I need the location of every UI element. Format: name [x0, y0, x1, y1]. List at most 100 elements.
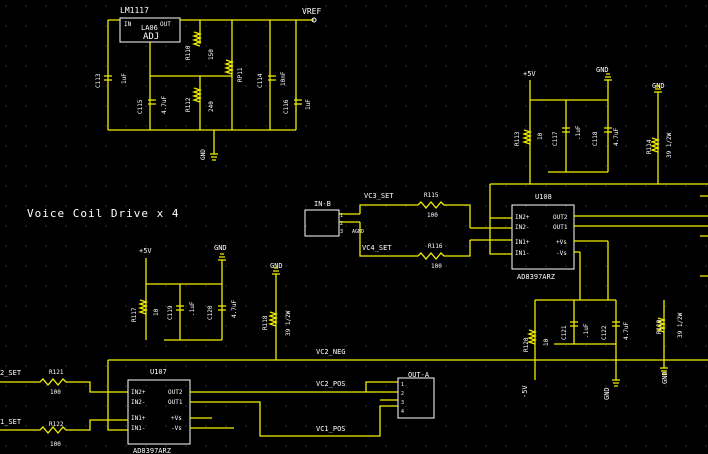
- grid-dot: [265, 325, 267, 327]
- grid-dot: [85, 405, 87, 407]
- grid-dot: [445, 405, 447, 407]
- grid-dot: [505, 5, 507, 7]
- grid-dot: [505, 305, 507, 307]
- grid-dot: [265, 405, 267, 407]
- grid-dot: [585, 105, 587, 107]
- val-r119: 39 1/2W: [677, 312, 684, 338]
- grid-dot: [545, 105, 547, 107]
- grid-dot: [545, 285, 547, 287]
- ref-r117: R117: [131, 307, 138, 322]
- grid-dot: [5, 425, 7, 427]
- grid-dot: [165, 345, 167, 347]
- grid-dot: [25, 25, 27, 27]
- net-label-vref: VREF: [302, 7, 321, 16]
- grid-dot: [185, 445, 187, 447]
- grid-dot: [125, 25, 127, 27]
- grid-dot: [65, 85, 67, 87]
- grid-dot: [585, 345, 587, 347]
- grid-dot: [325, 205, 327, 207]
- grid-dot: [425, 185, 427, 187]
- grid-dot: [165, 185, 167, 187]
- grid-dot: [265, 165, 267, 167]
- grid-dot: [445, 265, 447, 267]
- grid-dot: [345, 45, 347, 47]
- grid-dot: [245, 225, 247, 227]
- grid-dot: [185, 405, 187, 407]
- grid-dot: [525, 85, 527, 87]
- grid-dot: [365, 405, 367, 407]
- grid-dot: [485, 245, 487, 247]
- grid-dot: [465, 145, 467, 147]
- grid-dot: [125, 205, 127, 207]
- gnd-label-reg: GND: [200, 149, 207, 160]
- grid-dot: [285, 425, 287, 427]
- grid-dot: [365, 45, 367, 47]
- grid-dot: [565, 265, 567, 267]
- grid-dot: [405, 325, 407, 327]
- grid-dot: [285, 5, 287, 7]
- grid-dot: [685, 325, 687, 327]
- grid-dot: [425, 305, 427, 307]
- grid-dot: [65, 165, 67, 167]
- regulator-pin-adj: ADJ: [143, 32, 159, 42]
- grid-dot: [345, 305, 347, 307]
- grid-dot: [225, 165, 227, 167]
- grid-dot: [645, 365, 647, 367]
- grid-dot: [105, 425, 107, 427]
- grid-dot: [645, 205, 647, 207]
- grid-dot: [285, 285, 287, 287]
- val-c122: 4.7uF: [623, 322, 630, 340]
- u107-pin-in2n: IN2-: [131, 399, 145, 406]
- grid-dot: [305, 5, 307, 7]
- grid-dot: [145, 5, 147, 7]
- grid-dot: [385, 205, 387, 207]
- grid-dot: [45, 385, 47, 387]
- grid-dot: [245, 305, 247, 307]
- grid-dot: [145, 425, 147, 427]
- grid-dot: [25, 425, 27, 427]
- in-b-connector: [304, 209, 340, 237]
- grid-dot: [345, 425, 347, 427]
- grid-dot: [585, 185, 587, 187]
- grid-dot: [225, 445, 227, 447]
- grid-dot: [305, 285, 307, 287]
- grid-dot: [425, 345, 427, 347]
- grid-dot: [225, 285, 227, 287]
- grid-dot: [585, 245, 587, 247]
- grid-dot: [245, 25, 247, 27]
- grid-dot: [685, 125, 687, 127]
- grid-dot: [625, 325, 627, 327]
- grid-dot: [385, 125, 387, 127]
- grid-dot: [445, 245, 447, 247]
- grid-dot: [325, 165, 327, 167]
- grid-dot: [265, 445, 267, 447]
- grid-dot: [325, 285, 327, 287]
- grid-dot: [125, 125, 127, 127]
- grid-dot: [565, 305, 567, 307]
- grid-dot: [465, 325, 467, 327]
- grid-dot: [445, 185, 447, 187]
- grid-dot: [425, 125, 427, 127]
- grid-dot: [465, 285, 467, 287]
- grid-dot: [345, 365, 347, 367]
- net-vc2-neg: VC2_NEG: [316, 348, 346, 356]
- in-b-pin1: 1: [340, 213, 343, 219]
- grid-dot: [365, 365, 367, 367]
- grid-dot: [185, 385, 187, 387]
- grid-dot: [605, 245, 607, 247]
- grid-dot: [585, 205, 587, 207]
- grid-dot: [265, 225, 267, 227]
- grid-dot: [5, 105, 7, 107]
- grid-dot: [105, 245, 107, 247]
- grid-dot: [185, 345, 187, 347]
- grid-dot: [565, 325, 567, 327]
- grid-dot: [625, 405, 627, 407]
- grid-dot: [245, 265, 247, 267]
- grid-dot: [45, 245, 47, 247]
- grid-dot: [185, 165, 187, 167]
- net-vc3-set: VC3_SET: [364, 192, 394, 200]
- grid-dot: [585, 265, 587, 267]
- grid-dot: [425, 225, 427, 227]
- grid-dot: [85, 285, 87, 287]
